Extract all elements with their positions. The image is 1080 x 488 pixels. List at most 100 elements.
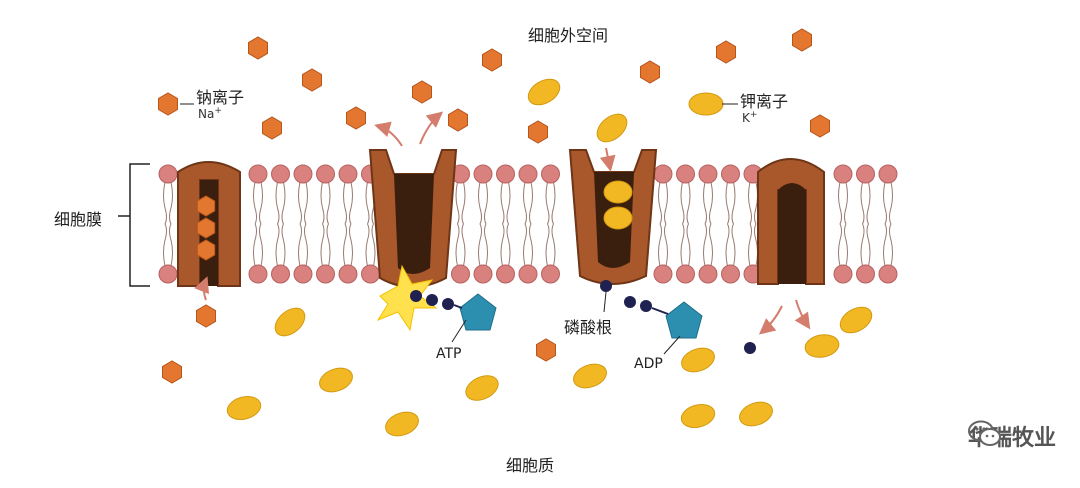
lipid-tail: [326, 223, 331, 267]
atp-phosphate: [426, 294, 438, 306]
lipid-tail: [500, 223, 505, 267]
lipid-tail: [455, 223, 460, 267]
potassium-ion: [274, 307, 306, 337]
membrane-bracket: [129, 163, 150, 287]
lipid-tail: [478, 181, 482, 225]
lipid-head: [293, 264, 313, 284]
lipid-tail: [551, 181, 556, 225]
lipid-tail: [748, 181, 752, 225]
wechat-icon: [967, 420, 1001, 446]
atp-adenosine: [459, 293, 497, 331]
lipid-tail: [866, 223, 871, 267]
lipid-tail: [658, 223, 662, 267]
atp-bond: [453, 304, 463, 309]
lipid-tail: [889, 223, 893, 267]
lipid-head: [451, 264, 470, 284]
lipid-head: [653, 164, 673, 184]
lipid-head: [361, 264, 380, 284]
potassium-ion-bound: [603, 206, 633, 230]
lipid-tail: [281, 181, 286, 225]
lipid-tail: [731, 223, 736, 267]
label-phosphate: 磷酸根: [564, 318, 613, 337]
lipid-tail: [725, 223, 730, 267]
label-sodium-formula: Na+: [198, 106, 222, 121]
lipid-head: [833, 164, 853, 184]
sodium-ion: [302, 68, 322, 92]
lipid-tail: [163, 223, 167, 267]
lipid-head: [698, 264, 718, 284]
lipid-tail: [461, 223, 466, 267]
lipid-tail: [304, 181, 308, 225]
lipid-head: [248, 164, 268, 184]
lipid-head: [856, 164, 875, 184]
label-membrane: 细胞膜: [54, 210, 103, 229]
lipid-tail: [275, 181, 280, 225]
lipid-tail: [709, 181, 713, 225]
phosphate-free: [744, 342, 756, 354]
atp-phosphate: [442, 298, 454, 310]
lipid-head: [158, 164, 178, 184]
lipid-tail: [320, 223, 325, 267]
lipid-tail: [259, 181, 263, 225]
sodium-ion: [536, 338, 556, 362]
sodium-ion: [162, 360, 182, 384]
lipid-tail: [169, 223, 173, 267]
sodium-ion: [158, 92, 178, 116]
sodium-ion-bound: [196, 195, 216, 217]
lipid-tail: [320, 181, 325, 225]
sodium-ion: [448, 108, 468, 132]
lipid-head: [158, 264, 178, 284]
lipid-tail: [545, 223, 550, 267]
lipid-tail: [275, 223, 280, 267]
potassium-ion: [527, 78, 561, 106]
lipid-tail: [281, 223, 286, 267]
lipid-tail: [343, 223, 347, 267]
lipid-tail: [551, 223, 556, 267]
lipid-tail: [523, 223, 527, 267]
sodium-ion: [482, 48, 502, 72]
lipid-tail: [703, 181, 707, 225]
sodium-ion: [528, 120, 548, 144]
label-cytoplasm: 细胞质: [506, 456, 555, 475]
potassium-ion: [681, 347, 715, 373]
lipid-tail: [349, 181, 353, 225]
lipid-head: [698, 164, 718, 184]
adp-bond: [651, 307, 669, 315]
lipid-tail: [169, 181, 173, 225]
sodium-ion: [248, 36, 268, 60]
sodium-charge: +: [214, 106, 222, 116]
sodium-ion: [412, 80, 432, 104]
potassium-ion: [385, 411, 419, 437]
lipid-head: [518, 264, 538, 284]
lipid-tail: [298, 223, 302, 267]
potassium-ion: [573, 363, 607, 389]
lipid-tail: [664, 223, 668, 267]
pump-4-channel: [778, 183, 806, 284]
lipid-tail: [484, 181, 488, 225]
lipid-head: [676, 264, 695, 284]
sodium-ion: [346, 106, 366, 130]
lipid-tail: [500, 181, 505, 225]
lipid-tail: [523, 181, 527, 225]
potassium-ion: [226, 395, 262, 421]
sodium-ion: [792, 28, 812, 52]
lipid-head: [473, 164, 493, 184]
lipid-head: [878, 164, 898, 184]
lipid-head: [721, 264, 740, 284]
arrow-na-out-left: [374, 121, 403, 147]
lipid-tail: [686, 181, 691, 225]
lipid-tail: [365, 181, 370, 225]
lipid-head: [338, 164, 358, 184]
lipid-head: [878, 264, 898, 284]
lipid-tail: [455, 181, 460, 225]
lipid-head: [856, 264, 875, 284]
phosphate-leader: [603, 291, 607, 313]
lipid-head: [316, 164, 335, 184]
lipid-head: [541, 264, 560, 284]
potassium-ion: [739, 401, 773, 427]
potassium-ion: [804, 334, 840, 358]
sodium-ion: [640, 60, 660, 84]
lipid-tail: [725, 181, 730, 225]
lipid-tail: [478, 223, 482, 267]
